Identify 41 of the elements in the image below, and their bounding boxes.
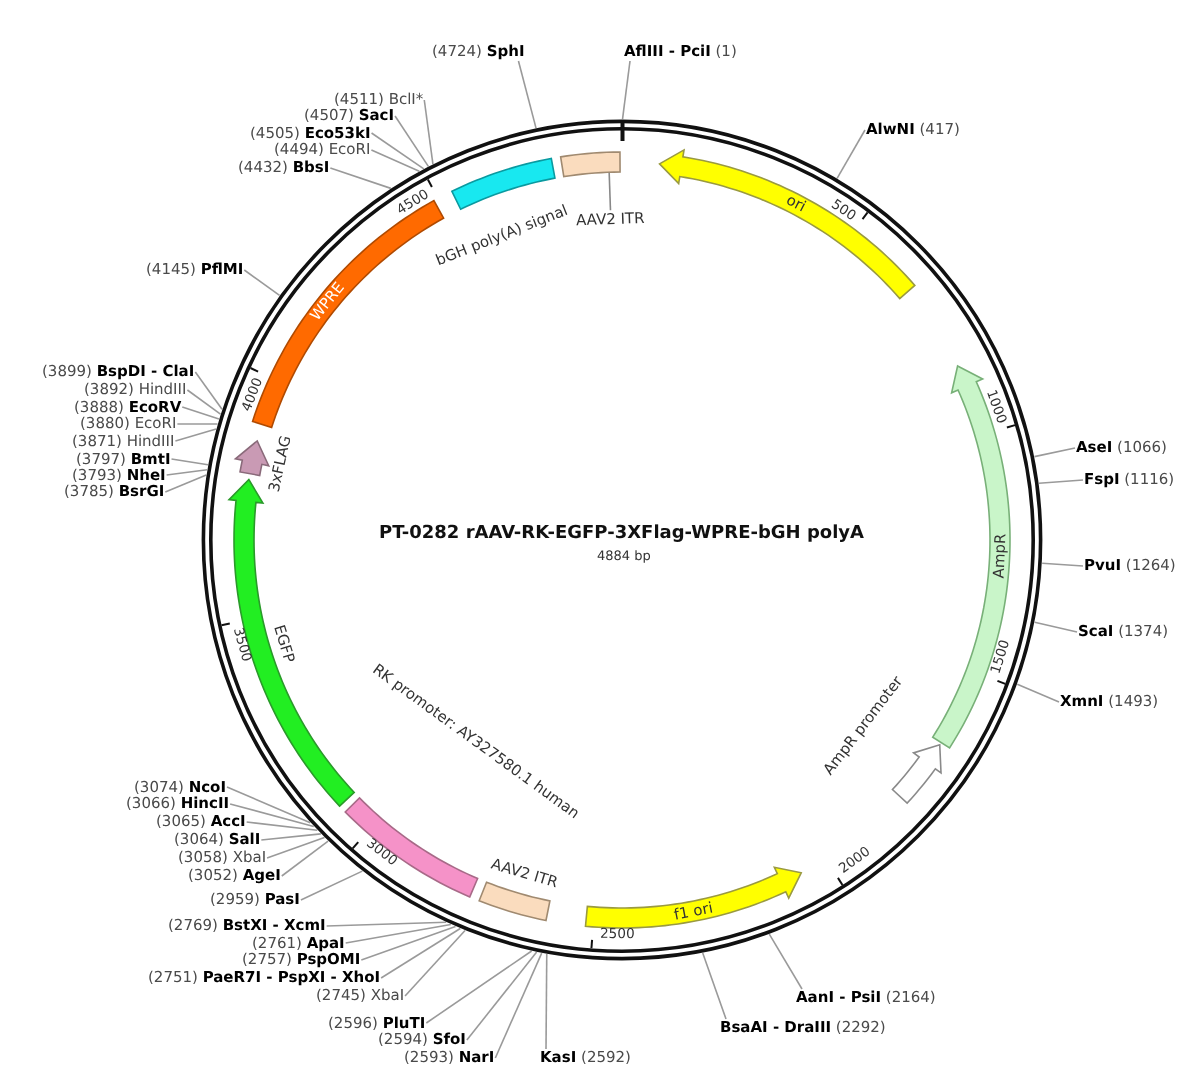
leader-line <box>226 786 312 824</box>
leader-line <box>1033 621 1078 633</box>
leader-line <box>517 60 537 129</box>
leader-line <box>425 950 533 1024</box>
leader-line <box>243 269 281 297</box>
leader-line <box>836 129 866 180</box>
leader-line <box>300 870 364 901</box>
leader-line <box>370 132 425 170</box>
leader-line <box>423 99 434 165</box>
leader-line <box>229 803 315 828</box>
leader-line <box>360 925 457 961</box>
leader-line <box>186 389 222 415</box>
leader-line <box>176 423 219 425</box>
leader-line <box>1038 479 1084 485</box>
leader-line <box>260 833 322 841</box>
leader-line <box>1041 562 1084 567</box>
leader-line <box>380 927 462 979</box>
leader-line <box>245 821 319 831</box>
leader-line <box>768 933 803 990</box>
leader-line <box>1016 683 1060 703</box>
leader-line <box>329 167 392 190</box>
leader-line <box>266 836 326 859</box>
leader-line <box>701 952 727 1020</box>
leader-line <box>1033 447 1076 458</box>
leader-line <box>621 60 631 120</box>
leader-line <box>181 406 220 420</box>
leader-line <box>280 840 329 877</box>
leader-line <box>466 951 538 1041</box>
leader-line <box>344 923 452 944</box>
leader-line <box>494 952 543 1059</box>
leader-line <box>194 371 223 411</box>
leader-line <box>170 458 209 466</box>
leader-line <box>164 474 208 493</box>
leader-line <box>325 921 447 927</box>
leader-line <box>394 115 430 168</box>
leader-line <box>165 469 208 476</box>
leader-line <box>545 953 548 1050</box>
map-title: PT-0282 rAAV-RK-EGFP-3XFlag-WPRE-bGH polyA <box>379 524 865 544</box>
leader-line <box>174 428 217 442</box>
leader-line <box>370 149 421 173</box>
leader-line <box>404 929 466 997</box>
